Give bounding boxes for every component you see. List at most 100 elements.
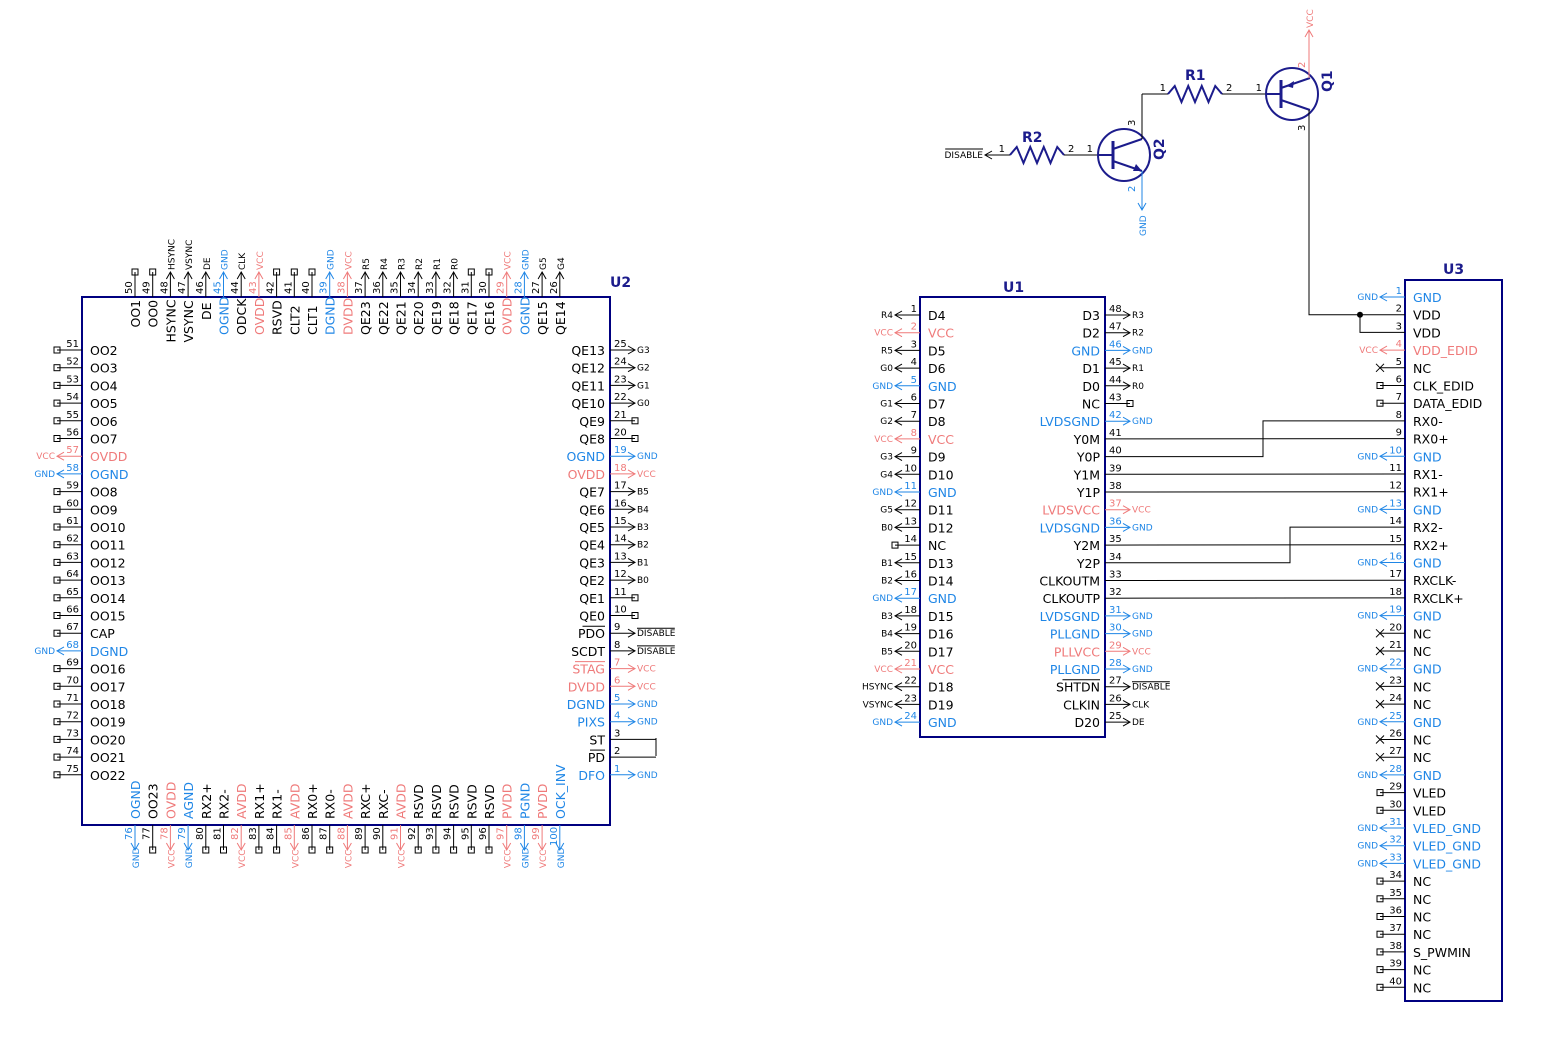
- transistor-q2[interactable]: [1097, 128, 1151, 182]
- transistor-q1[interactable]: [1265, 67, 1319, 121]
- pin-u2-3[interactable]: 3ST: [589, 728, 656, 747]
- resistor-r2[interactable]: [1009, 144, 1065, 166]
- pin-u2-2[interactable]: 2PD: [588, 746, 656, 765]
